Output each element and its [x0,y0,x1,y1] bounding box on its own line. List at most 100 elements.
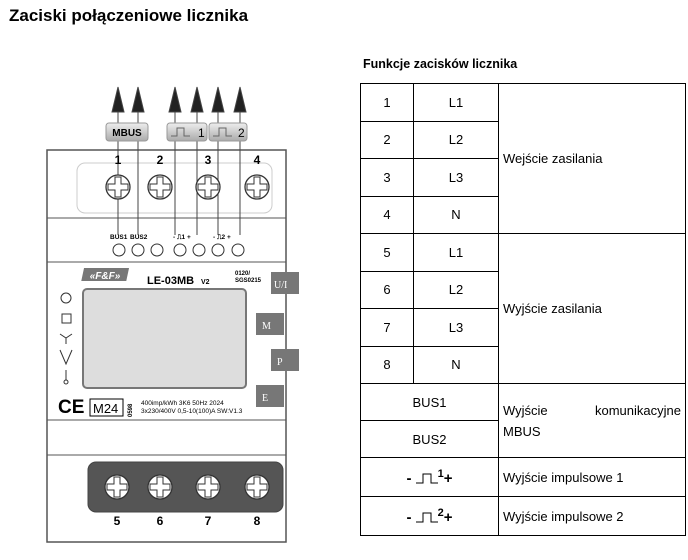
spec-line-1: 400imp/kWh 3K6 50Hz 2024 [141,400,224,407]
plus: + [443,469,453,487]
p-button [271,349,299,371]
ui-button [271,272,299,294]
terminal-number: 3 [360,158,414,197]
e-button [256,385,284,407]
terminal-number: 4 [254,153,261,167]
minus: - [406,469,412,487]
minus: - [406,508,412,526]
imp1-symbol: - 1+ [360,457,499,497]
screw-icon [105,174,131,200]
terminal-number: 6 [360,270,414,309]
pulse-number: 2 [437,506,444,519]
pulse-icon [213,127,232,137]
cert-text: SGS0215 [235,278,262,284]
terminal-number: 7 [205,514,212,528]
terminal-number: 8 [360,345,414,384]
meter-diagram: MBUS 1 2 1 2 3 4 5 6 7 8 BUS1 BUS2 - ⎍1 … [46,86,299,543]
screw-icon [147,174,173,200]
m-button-label: M [262,321,271,332]
terminal-number: 6 [157,514,164,528]
m24-mark: M24 [93,401,118,416]
desc-word: MBUS [503,423,541,439]
phase: L1 [413,233,499,272]
brand-logo: «F&F» [90,271,121,282]
pulse1-label: 1 [198,126,205,140]
lcd-display [82,288,247,389]
bus1-label: BUS1 [110,234,128,241]
table-title: Funkcje zacisków licznika [363,57,518,71]
mbus-label: MBUS [112,128,142,139]
phase: L3 [413,308,499,347]
m-button [256,313,284,335]
ui-button-label: U/I [274,280,287,291]
phase: L2 [413,270,499,309]
bus2-label: BUS2 [130,234,148,241]
p-button-label: P [277,357,283,368]
pulse1-terminal-label: - ⎍1 + [173,234,191,241]
screw-icon [104,474,130,500]
pulse-icon [415,473,438,483]
imp2-description: Wyjście impulsowe 2 [498,496,686,536]
screw-icon [147,474,173,500]
terminal-screws [104,174,270,500]
e-button-label: E [262,393,268,404]
output-wires [111,86,247,235]
model-version: V2 [201,279,210,286]
screw-icon [244,174,270,200]
phase: L1 [413,83,499,122]
phase: N [413,195,499,234]
cert-text: 0120/ [235,271,250,277]
pulse-icon [171,127,190,137]
symbol-icons [59,292,73,385]
bus2: BUS2 [360,420,499,458]
pulse-number: 1 [437,467,444,480]
screw-icon [195,174,221,200]
pulse2-terminal-label: - ⎍2 + [213,234,231,241]
phase: N [413,345,499,384]
phase: L3 [413,158,499,197]
screw-icon [244,474,270,500]
model-name: LE-03MB [147,275,194,287]
signal-terminals [112,243,245,257]
terminal-number: 5 [360,233,414,272]
terminal-number: 4 [360,195,414,234]
terminal-numbers: 1 2 3 4 5 6 7 8 [114,153,261,528]
output-labels: MBUS 1 2 [105,122,248,142]
desc-word: komunikacyjne [595,402,681,418]
front-panel: «F&F» LE-03MB V2 0120/ SGS0215 U/I M P E… [58,268,299,418]
terminal-number: 2 [157,153,164,167]
phase: L2 [413,120,499,159]
terminal-number: 1 [115,153,122,167]
page-title: Zaciski połączeniowe licznika [9,6,249,25]
notified-body: 0598 [128,403,134,417]
desc-word: Wyjście [503,402,548,418]
terminal-number: 2 [360,120,414,159]
bus1: BUS1 [360,383,499,421]
terminal-number: 3 [205,153,212,167]
terminal-number: 1 [360,83,414,122]
terminal-number: 5 [114,514,121,528]
terminal-number: 7 [360,308,414,347]
table-row: - 2+Wyjście impulsowe 2 [360,496,686,536]
spec-line-2: 3x230/400V 0,5-10(100)A SW:V1.3 [141,408,243,415]
screw-icon [195,474,221,500]
imp1-description: Wyjście impulsowe 1 [498,457,686,497]
group-description: Wyjście zasilania [498,233,686,384]
ce-mark: CE [58,397,84,418]
table-row: BUS2 [360,420,686,458]
pulse-icon [415,512,438,522]
imp2-symbol: - 2+ [360,496,499,536]
pulse2-label: 2 [238,126,245,140]
table-row: - 1+Wyjście impulsowe 1 [360,457,686,497]
terminal-number: 8 [254,514,261,528]
